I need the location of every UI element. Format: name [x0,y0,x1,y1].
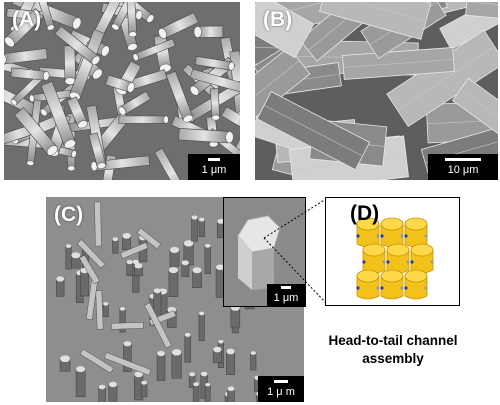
panel-a-label: (A) [12,8,42,31]
caption-line-1: Head-to-tail channel [328,333,458,348]
figure-caption: Head-to-tail channel assembly [318,332,468,368]
caption-line-2: assembly [362,351,424,366]
panel-c-inset-image: 1 μm [223,197,306,307]
panel-b-scalebar: 10 μm [428,154,498,180]
panel-a-scalebar: 1 μm [188,154,240,180]
panel-b-sem-image: (B) 10 μm [255,2,498,180]
panel-d-molecular-assembly [326,198,459,305]
panel-b-crystals [255,2,498,180]
panel-a-sem-image: (A) 1 μm [4,2,240,180]
panel-a-rods [4,2,240,180]
inset-scale-label: 1 μm [273,292,299,304]
panel-b-scale-label: 10 μm [447,164,479,176]
panel-c-scale-label: 1 μ m [267,386,295,398]
panel-b-label: (B) [263,8,293,31]
panel-c-label: (C) [54,203,84,226]
inset-scalebar: 1 μm [267,284,305,306]
panel-c-scalebar: 1 μ m [258,376,304,402]
panel-d-label: (D) [350,202,380,225]
panel-a-scale-label: 1 μm [201,164,227,176]
panel-d-channel-model: (D) [325,197,460,306]
